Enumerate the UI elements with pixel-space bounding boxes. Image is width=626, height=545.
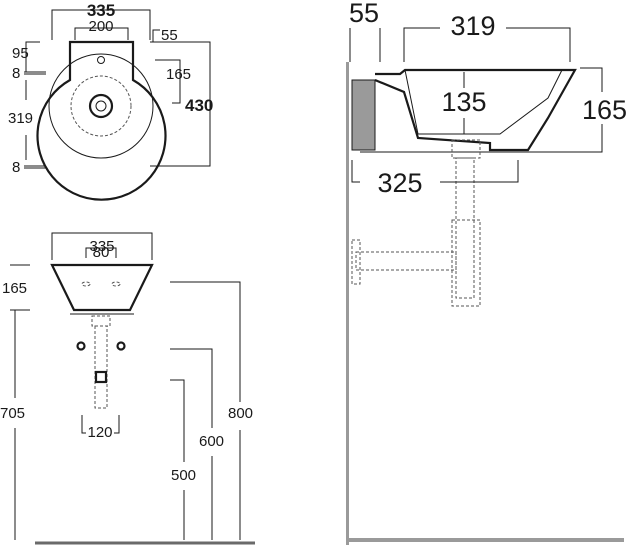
top-view-drain-outer [88, 93, 114, 119]
front-view-waste-right [111, 281, 121, 287]
dim-line-120 [81, 415, 120, 434]
side-view-trap-bottom [451, 219, 481, 307]
dim-line-55-top [152, 29, 160, 42]
dim-front-width: 335 [89, 238, 114, 255]
side-view-basin [374, 68, 577, 152]
side-view-wall [346, 62, 349, 545]
dim-front-waste-spacing: 80 [93, 244, 110, 261]
dim-top-gap-b: 8 [12, 159, 20, 176]
front-view-trap-pipe [94, 325, 108, 409]
dim-side-projection: 325 [377, 168, 422, 198]
dim-top-width-inner: 200 [88, 18, 113, 35]
dim-top-tap-center: 165 [166, 66, 191, 83]
side-view-trap-pipe [455, 157, 475, 299]
dim-line-left-bottom [24, 165, 46, 169]
dim-top-depth-front: 95 [12, 45, 29, 62]
dim-line-55-side [349, 28, 381, 62]
dim-top-depth-overall: 430 [185, 96, 213, 115]
top-view-tap-hole [97, 56, 105, 64]
dim-line-165-top [155, 59, 181, 104]
dim-front-trap-width: 120 [87, 424, 112, 441]
top-view-basin-outline [36, 40, 167, 201]
top-view: 335 200 55 165 430 95 8 319 8 [8, 1, 213, 201]
dim-line-200 [74, 27, 129, 40]
front-view-waste-left [81, 281, 91, 287]
front-view-basin [50, 263, 154, 312]
dim-line-335-top [51, 9, 151, 40]
side-view-basin-inner [404, 69, 563, 135]
dim-top-bowl-diameter: 319 [8, 110, 33, 127]
dim-line-500 [170, 379, 185, 540]
dim-line-165-front [10, 264, 30, 311]
dim-line-319-side [403, 27, 571, 62]
dim-side-bowl-width: 319 [450, 11, 495, 41]
front-view: 335 80 165 705 120 800 600 500 [0, 232, 255, 545]
dim-top-width-overall: 335 [87, 1, 115, 20]
dim-front-floor-top: 705 [0, 405, 25, 422]
dim-line-430 [150, 41, 211, 167]
dim-front-floor-fixing: 500 [171, 467, 196, 484]
top-view-bowl-rim [48, 53, 154, 159]
front-view-fixing-right [116, 341, 126, 351]
side-view-floor [346, 538, 624, 542]
dim-line-325 [351, 160, 519, 183]
top-view-drain-inner [95, 100, 107, 112]
front-view-fixing-left [76, 341, 86, 351]
dim-side-bowl-depth: 135 [441, 87, 486, 117]
side-view-trap-wallplate [351, 239, 361, 285]
dim-front-height: 165 [2, 280, 27, 297]
dim-side-wall-offset: 55 [349, 0, 379, 28]
side-view: 55 319 135 165 325 [346, 0, 626, 545]
dim-front-floor-trap: 600 [199, 433, 224, 450]
dim-line-335-front [51, 232, 153, 260]
dim-line-600 [170, 348, 213, 540]
dim-line-800 [170, 281, 241, 540]
dim-front-floor-rim: 800 [228, 405, 253, 422]
dim-line-165-side [580, 67, 603, 153]
side-view-bracket [351, 79, 376, 151]
dim-side-height: 165 [582, 95, 626, 125]
dim-top-offset: 55 [161, 27, 178, 44]
side-view-trap-horizontal [355, 251, 457, 271]
front-view-trap-upper [91, 315, 111, 327]
dim-line-left-top [24, 41, 46, 75]
dim-top-gap-a: 8 [12, 65, 20, 82]
front-view-trap-joint [94, 370, 108, 384]
dim-line-80 [85, 247, 117, 258]
top-view-bowl-dashed [70, 75, 132, 137]
